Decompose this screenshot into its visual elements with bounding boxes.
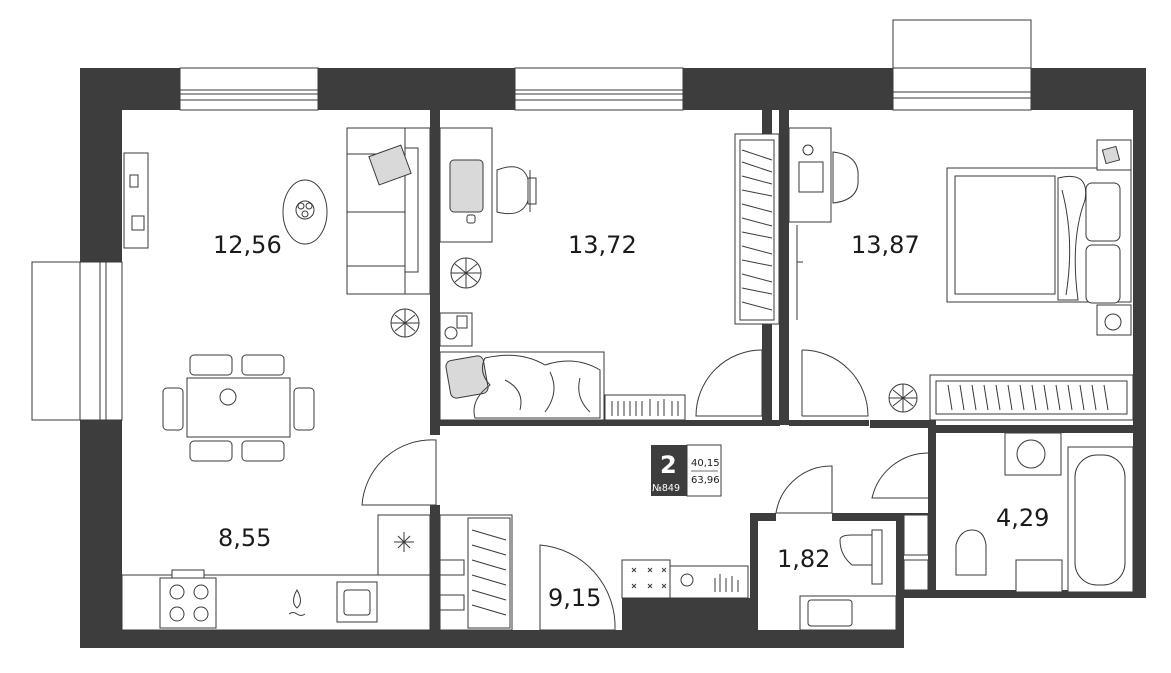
windows xyxy=(31,19,1032,421)
bedroom2-furniture xyxy=(788,127,1134,421)
apartment-badge: 2 №849 40,15 63,96 xyxy=(651,444,722,497)
room-area-kitchen: 8,55 xyxy=(218,524,271,552)
room-area-hallway: 9,15 xyxy=(548,584,601,612)
hallway-furniture xyxy=(439,514,749,631)
bedroom1-furniture xyxy=(439,127,780,421)
room-area-bathroom: 4,29 xyxy=(996,504,1049,532)
room-area-bedroom-1: 13,72 xyxy=(568,231,637,259)
room-area-bedroom-2: 13,87 xyxy=(851,231,920,259)
rooms-count: 2 xyxy=(660,451,677,479)
bathroom-furniture xyxy=(799,432,1134,631)
room-area-living: 12,56 xyxy=(213,231,282,259)
kitchen-furniture xyxy=(121,514,431,631)
apartment-number: №849 xyxy=(652,483,680,494)
living-furniture xyxy=(123,127,431,462)
total-area-value: 63,96 xyxy=(691,475,720,486)
room-area-toilet: 1,82 xyxy=(777,545,830,573)
doors xyxy=(361,349,931,631)
living-area-value: 40,15 xyxy=(691,458,720,469)
